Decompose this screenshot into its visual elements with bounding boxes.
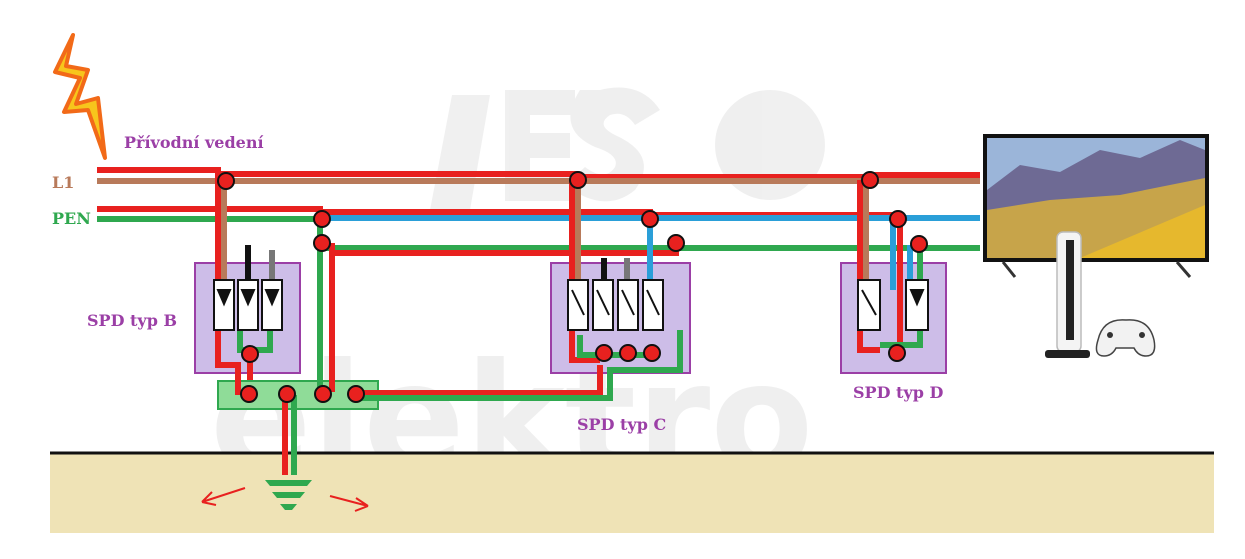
pen-line xyxy=(97,206,980,256)
spd-b-modules xyxy=(213,279,283,331)
spd-b-label: SPD typ B xyxy=(87,311,177,330)
connection-nodes xyxy=(217,171,928,403)
ground-area xyxy=(50,453,1214,533)
spd-c-label: SPD typ C xyxy=(577,415,666,434)
pen-label: PEN xyxy=(52,209,91,228)
tv-icon xyxy=(983,134,1209,278)
game-console-icon xyxy=(1045,231,1090,358)
dispersion-arrows-icon xyxy=(201,487,369,512)
spd-d-wiring xyxy=(857,180,923,355)
l1-label: L1 xyxy=(52,173,74,192)
ground-symbol-icon xyxy=(265,480,312,510)
watermark: elektro xyxy=(210,87,825,506)
controller-icon xyxy=(1095,319,1156,357)
spd-c-modules xyxy=(567,279,664,331)
spd-d-label: SPD typ D xyxy=(853,383,943,402)
supply-line-label: Přívodní vedení xyxy=(124,133,264,152)
spd-d-modules xyxy=(857,279,929,331)
lightning-icon xyxy=(53,33,107,160)
l1-line xyxy=(97,167,980,184)
